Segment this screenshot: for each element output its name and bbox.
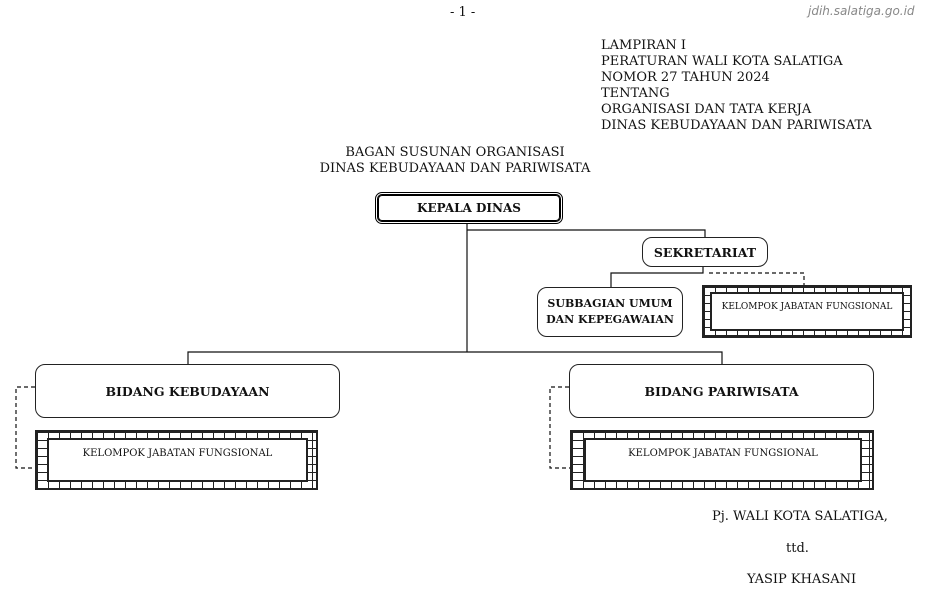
lampiran-block: LAMPIRAN I PERATURAN WALI KOTA SALATIGA … xyxy=(601,38,872,134)
connector xyxy=(467,229,706,237)
bidang-pariwisata-label: BIDANG PARIWISATA xyxy=(644,383,799,399)
sekretariat-box: SEKRETARIAT xyxy=(642,237,768,267)
dashed-connector xyxy=(709,272,805,286)
bidang-kebudayaan-label: BIDANG KEBUDAYAAN xyxy=(105,383,270,399)
lampiran-line: DINAS KEBUDAYAAN DAN PARIWISATA xyxy=(601,118,872,133)
lampiran-line: ORGANISASI DAN TATA KERJA xyxy=(601,102,812,117)
subbagian-label: DAN KEPEGAWAIAN xyxy=(546,313,674,326)
connector xyxy=(610,267,704,287)
subbagian-box: SUBBAGIAN UMUM DAN KEPEGAWAIAN xyxy=(537,287,683,337)
signature-position: Pj. WALI KOTA SALATIGA, xyxy=(712,509,888,524)
connector xyxy=(187,351,723,364)
kjf-label: KELOMPOK JABATAN FUNGSIONAL xyxy=(584,438,862,482)
chart-title: BAGAN SUSUNAN ORGANISASI DINAS KEBUDAYAA… xyxy=(255,145,655,177)
dashed-connector xyxy=(15,386,36,469)
kepala-dinas-box: KEPALA DINAS xyxy=(375,192,563,224)
source-watermark: jdih.salatiga.go.id xyxy=(808,4,915,18)
signature-signed: ttd. xyxy=(786,541,809,556)
page-number: - 1 - xyxy=(450,5,476,20)
signature-name: YASIP KHASANI xyxy=(747,572,857,587)
lampiran-line: PERATURAN WALI KOTA SALATIGA xyxy=(601,54,843,69)
bidang-kebudayaan-box: BIDANG KEBUDAYAAN xyxy=(35,364,340,418)
lampiran-line: LAMPIRAN I xyxy=(601,38,687,53)
kepala-label: KEPALA DINAS xyxy=(417,201,521,215)
lampiran-line: TENTANG xyxy=(601,86,670,101)
kjf-sekretariat-box: KELOMPOK JABATAN FUNGSIONAL xyxy=(702,285,912,338)
sekretariat-label: SEKRETARIAT xyxy=(653,244,757,260)
title-line: DINAS KEBUDAYAAN DAN PARIWISATA xyxy=(319,161,591,176)
lampiran-line: NOMOR 27 TAHUN 2024 xyxy=(601,70,770,85)
kjf-label: KELOMPOK JABATAN FUNGSIONAL xyxy=(710,292,904,331)
kjf-pariwisata-box: KELOMPOK JABATAN FUNGSIONAL xyxy=(570,430,874,490)
title-line: BAGAN SUSUNAN ORGANISASI xyxy=(345,145,565,160)
kjf-label: KELOMPOK JABATAN FUNGSIONAL xyxy=(47,438,308,482)
dashed-connector xyxy=(549,386,571,469)
bidang-pariwisata-box: BIDANG PARIWISATA xyxy=(569,364,874,418)
kjf-kebudayaan-box: KELOMPOK JABATAN FUNGSIONAL xyxy=(35,430,318,490)
subbagian-label: SUBBAGIAN UMUM xyxy=(547,297,673,310)
